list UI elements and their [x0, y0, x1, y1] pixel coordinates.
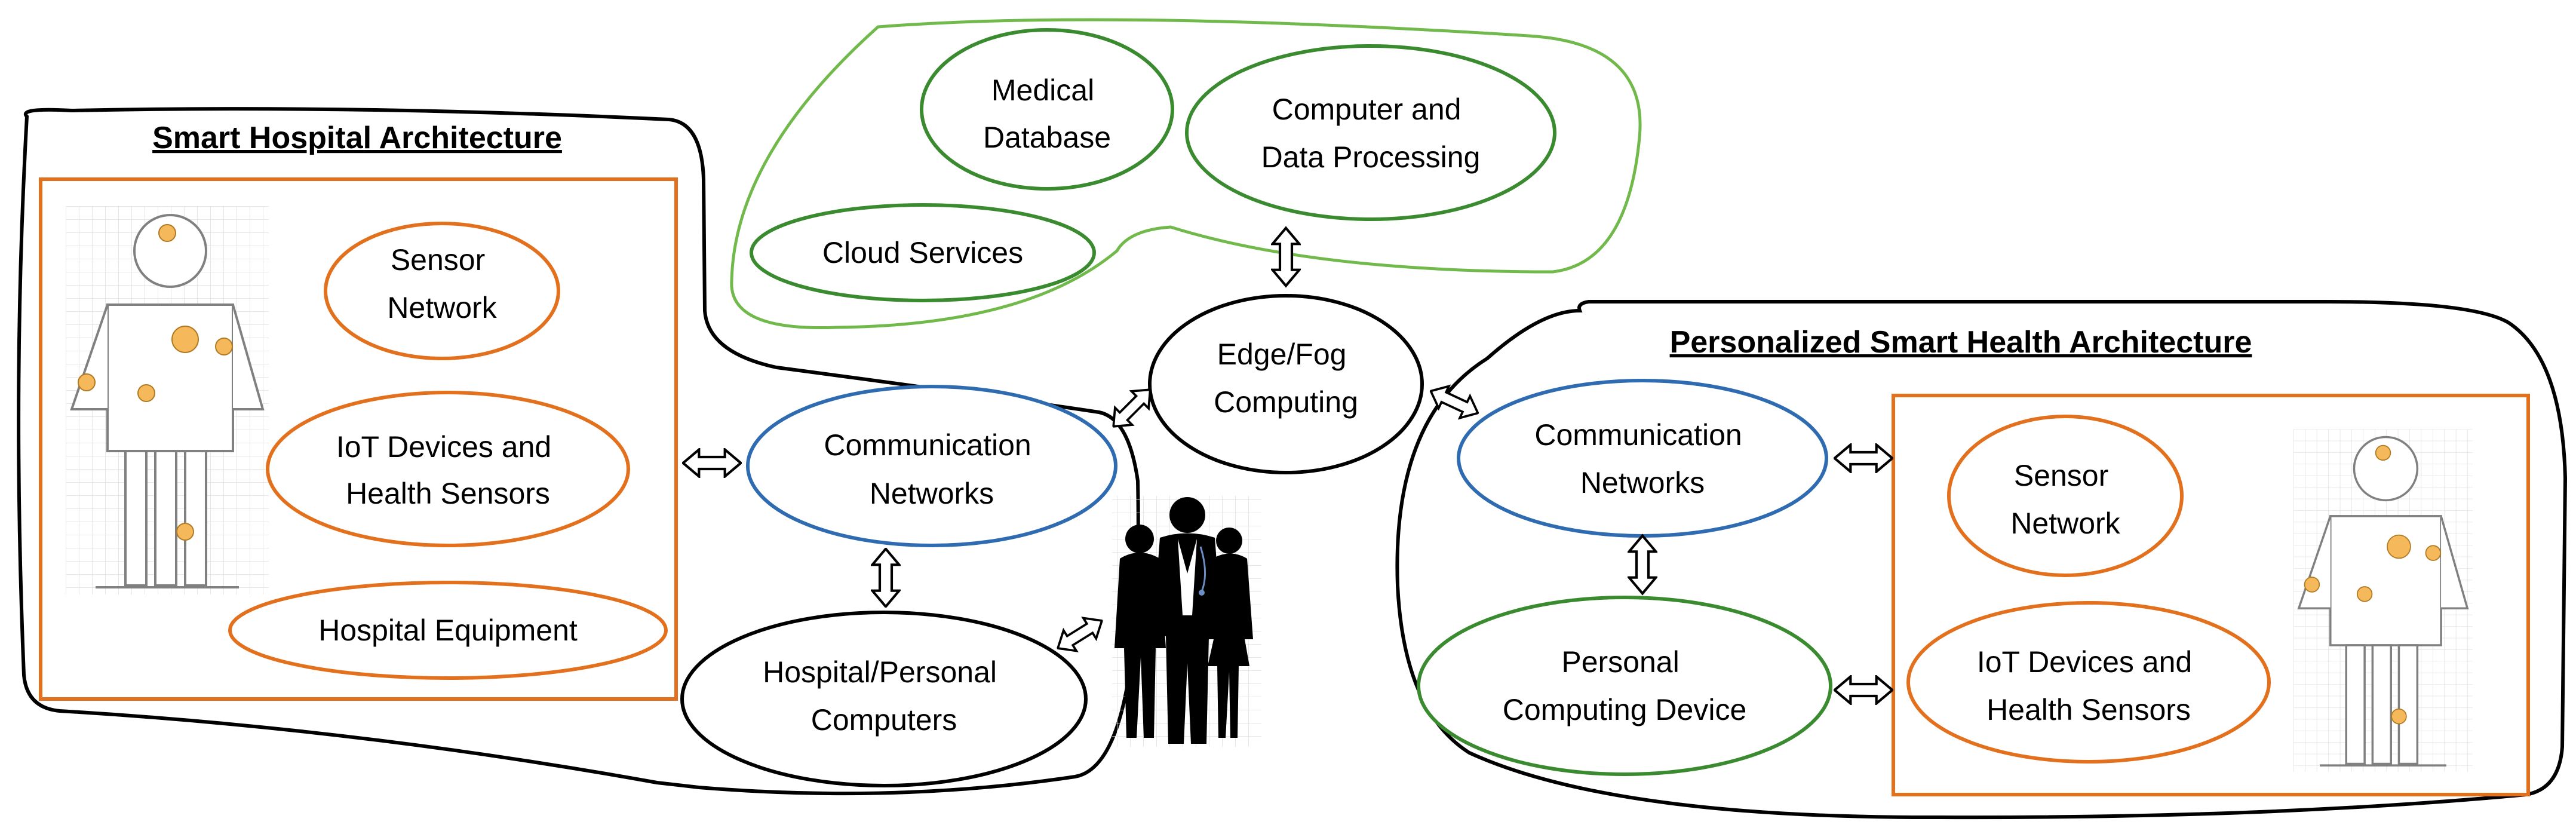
- hospital-communication-networks[interactable]: [746, 385, 1117, 547]
- cloud-services-label: Cloud Services: [822, 236, 1023, 269]
- personal-sensor-network[interactable]: [1947, 415, 2184, 577]
- hospital-computers-label: Hospital/Personal Computers: [763, 655, 1005, 737]
- arrow-device-to-iot: [1835, 677, 1893, 704]
- arrow-computers-to-staff: [1050, 609, 1110, 660]
- arrow-hospital-to-network: [683, 450, 741, 477]
- cloud-processing-label: Computer and Data Processing: [1261, 93, 1481, 174]
- arrow-network-to-edge: [1105, 381, 1159, 435]
- cloud-medical-database[interactable]: [920, 28, 1174, 191]
- hospital-iot-devices-label: IoT Devices and Health Sensors: [336, 430, 560, 510]
- hospital-sensor-network-label: Sensor Network: [387, 243, 497, 324]
- arrow-personal-network-to-sensors: [1835, 445, 1893, 472]
- personal-title: Personalized Smart Health Architecture: [1670, 325, 2252, 360]
- cloud-processing[interactable]: [1185, 44, 1556, 221]
- personal-computing-label: Personal Computing Device: [1503, 645, 1747, 726]
- personal-communication-label: Communication Networks: [1534, 418, 1750, 499]
- cloud-medical-database-label: Medical Database: [983, 73, 1111, 154]
- hospital-equipment[interactable]: [228, 581, 668, 680]
- cloud-services[interactable]: [750, 203, 1096, 302]
- arrow-personal-network-to-device: [1629, 536, 1656, 594]
- personal-iot-devices-label: IoT Devices and Health Sensors: [1977, 645, 2200, 726]
- arrow-network-to-computers: [873, 549, 899, 607]
- personal-sensor-network-label: Sensor Network: [2010, 459, 2120, 540]
- hospital-equipment-label: Hospital Equipment: [318, 614, 578, 647]
- personal-computing-device[interactable]: [1417, 596, 1832, 776]
- human-body-sensor-icon: [2293, 428, 2473, 773]
- hospital-communication-label: Communication Networks: [824, 428, 1039, 510]
- hospital-inner-box: [39, 177, 678, 701]
- hospital-sensor-network[interactable]: [324, 222, 560, 360]
- hospital-computers[interactable]: [680, 611, 1088, 787]
- cloud-outline: [730, 18, 1642, 330]
- personal-iot-devices[interactable]: [1906, 601, 2271, 764]
- hospital-iot-devices[interactable]: [266, 391, 630, 547]
- personal-inner-box: [1892, 394, 2530, 796]
- human-body-sensor-icon: [66, 206, 269, 594]
- edge-fog-label: Edge/Fog Computing: [1214, 338, 1358, 419]
- edge-fog-computing[interactable]: [1148, 294, 1424, 474]
- arrow-cloud-to-edge: [1273, 228, 1300, 286]
- personal-communication-networks[interactable]: [1457, 379, 1828, 538]
- hospital-title: Smart Hospital Architecture: [152, 121, 562, 155]
- medical-staff-silhouette-icon: [1112, 496, 1261, 747]
- personal-outline: [1395, 300, 2568, 820]
